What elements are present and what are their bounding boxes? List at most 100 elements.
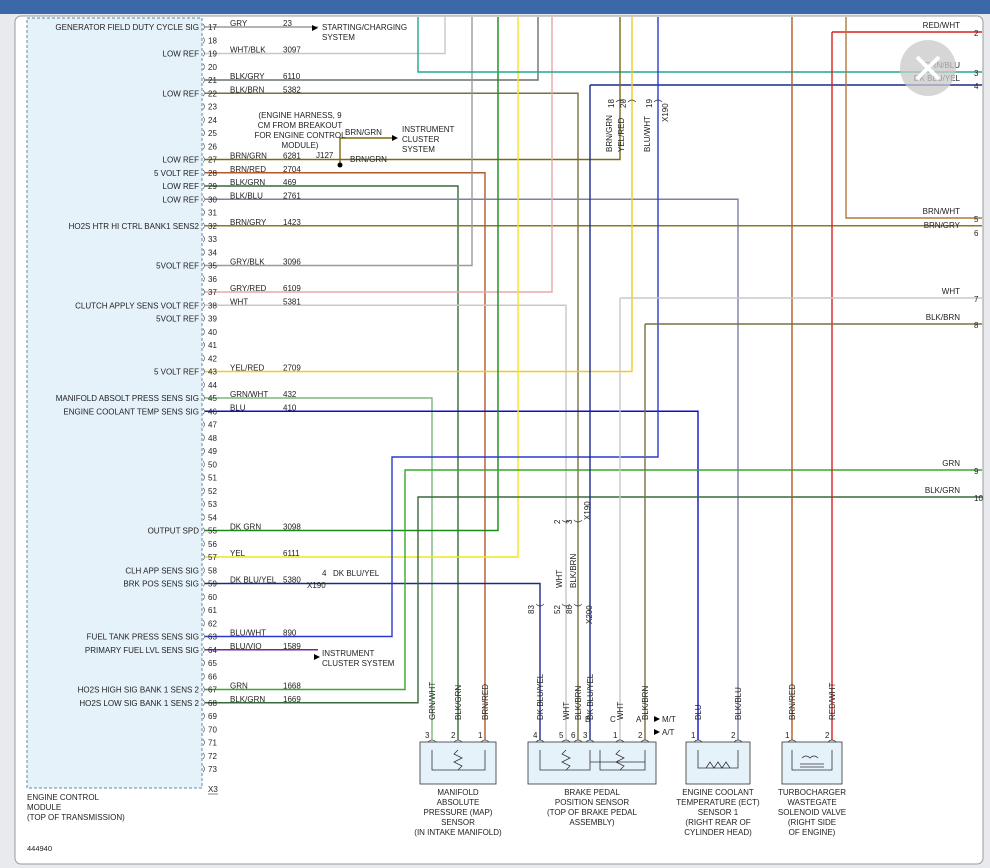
sensor-terminal (585, 739, 595, 743)
pin-number: 44 (208, 381, 217, 390)
circuit-number: 1423 (283, 218, 301, 227)
turbo-sensor-box (781, 741, 843, 785)
pin-terminal (202, 712, 205, 720)
sensor-terminal (573, 739, 583, 743)
brake-sensor-label: BRAKE PEDAL (564, 788, 620, 797)
wire-grn-blu (417, 17, 982, 73)
pin-number: 39 (208, 315, 217, 324)
document-id: 444940 (27, 844, 52, 853)
pin-number: 65 (208, 659, 217, 668)
wire-pin27 (205, 100, 621, 161)
map-sensor-label: PRESSURE (MAP) (424, 808, 493, 817)
pin-terminal (202, 500, 205, 508)
wire-pin43 (205, 100, 633, 373)
sensor-terminal (561, 739, 571, 743)
pin-function-label: 5 VOLT REF (154, 169, 199, 178)
connector-terminal (573, 603, 583, 607)
pin-terminal (202, 222, 205, 229)
pin-function-label: LOW REF (163, 50, 200, 59)
pin-number: 67 (208, 686, 217, 695)
sensor-wire-label: BLK/GRN (454, 685, 463, 720)
ect-sensor-label: (RIGHT REAR OF (685, 818, 750, 827)
wire-color-label: BLU/WHT (643, 116, 652, 152)
wire-color-label: GRN (230, 682, 248, 691)
edge-wire-label: BLK/BRN (926, 313, 960, 322)
edge-connector-number: 5 (974, 215, 979, 224)
sensor-wire-label: WHT (616, 702, 625, 720)
sensor-pin-number: 3 (583, 731, 588, 740)
wire-color-label: DK GRN (230, 523, 261, 532)
pin-number: 62 (208, 619, 217, 628)
wire-color-label: BLK/BLU (230, 191, 263, 200)
circuit-number: 5380 (283, 576, 301, 585)
connector-terminal (561, 519, 571, 523)
wires-layer (205, 17, 982, 740)
connector-id: X190 (307, 581, 326, 590)
instrument-cluster-label: INSTRUMENT (402, 125, 455, 134)
wire-color-label: BLK/BRN (569, 554, 578, 588)
sensor-wire-label: BLK/BRN (641, 686, 650, 720)
pin-number: 57 (208, 553, 217, 562)
sensor-pin-number: 3 (425, 731, 430, 740)
pin-number: 43 (208, 368, 217, 377)
pin-function-label: ENGINE COOLANT TEMP SENS SIG (63, 407, 199, 416)
sensor-pin-number: 1 (785, 731, 790, 740)
pin-terminal (202, 50, 205, 57)
connector-pin-number: 20 (619, 99, 628, 108)
module-box (26, 17, 203, 789)
pin-terminal (202, 726, 205, 733)
circuit-number: 3096 (283, 258, 301, 267)
pin-function-label: FUEL TANK PRESS SENS SIG (87, 633, 199, 642)
pin-number: 49 (208, 447, 217, 456)
pin-terminal (202, 606, 205, 614)
pin-terminal (202, 646, 205, 653)
connector-terminal (561, 603, 571, 607)
pin-number: 54 (208, 513, 217, 522)
engine-harness-label: MODULE) (282, 141, 319, 150)
wire-pin46 (205, 410, 699, 740)
sensor-pin-number: 6 (571, 731, 576, 740)
wire-color-label: BRN/GRY (230, 218, 267, 227)
circuit-number: 5381 (283, 297, 301, 306)
edge-wire-label: BRN/WHT (923, 207, 960, 216)
brake-sensor-label: POSITION SENSOR (555, 798, 629, 807)
wire-color-label: BRN/RED (230, 165, 266, 174)
pin-terminal (202, 739, 205, 746)
pin-number: 30 (208, 195, 217, 204)
module-label: MODULE (27, 803, 61, 812)
sensor-pin-number: 1 (613, 731, 618, 740)
circuit-number: 2709 (283, 364, 301, 373)
sensor-wire-label: WHT (562, 702, 571, 720)
pin-number: 17 (208, 23, 217, 32)
wire-pin38 (205, 304, 567, 520)
circuit-number: 3097 (283, 46, 301, 55)
sensor-terminal (615, 739, 625, 743)
instrument-cluster-label: INSTRUMENT (322, 649, 375, 658)
wire-pin37 (205, 17, 553, 293)
sensors-layer: GRN/WHT3BLK/GRN2BRN/RED1MANIFOLDABSOLUTE… (414, 673, 846, 837)
edge-connector-number: 9 (974, 467, 979, 476)
pin-number: 41 (208, 341, 217, 350)
pin-terminal (202, 275, 205, 282)
edge-wire-label: RED/WHT (923, 21, 960, 30)
pin-terminal (202, 302, 205, 309)
pin-terminal (202, 76, 205, 84)
sensor-wire-label: BLK/BLU (734, 687, 743, 720)
wire-color-label: YEL/RED (617, 118, 626, 152)
starting-charging-label: STARTING/CHARGING (322, 23, 407, 32)
pin-terminal (202, 90, 205, 97)
sensor-wire-label: BRN/RED (788, 684, 797, 720)
pin-function-label: PRIMARY FUEL LVL SENS SIG (85, 646, 199, 655)
pin-number: 53 (208, 500, 217, 509)
pin-number: 40 (208, 328, 217, 337)
circuit-number: 410 (283, 403, 297, 412)
pin-number: 42 (208, 354, 217, 363)
connector-terminal (535, 603, 545, 607)
pin-number: 21 (208, 76, 217, 85)
close-button[interactable] (900, 40, 956, 96)
wire-pin55 (205, 17, 499, 532)
edge-wire-label: WHT (942, 287, 960, 296)
pin-terminal (202, 116, 205, 123)
